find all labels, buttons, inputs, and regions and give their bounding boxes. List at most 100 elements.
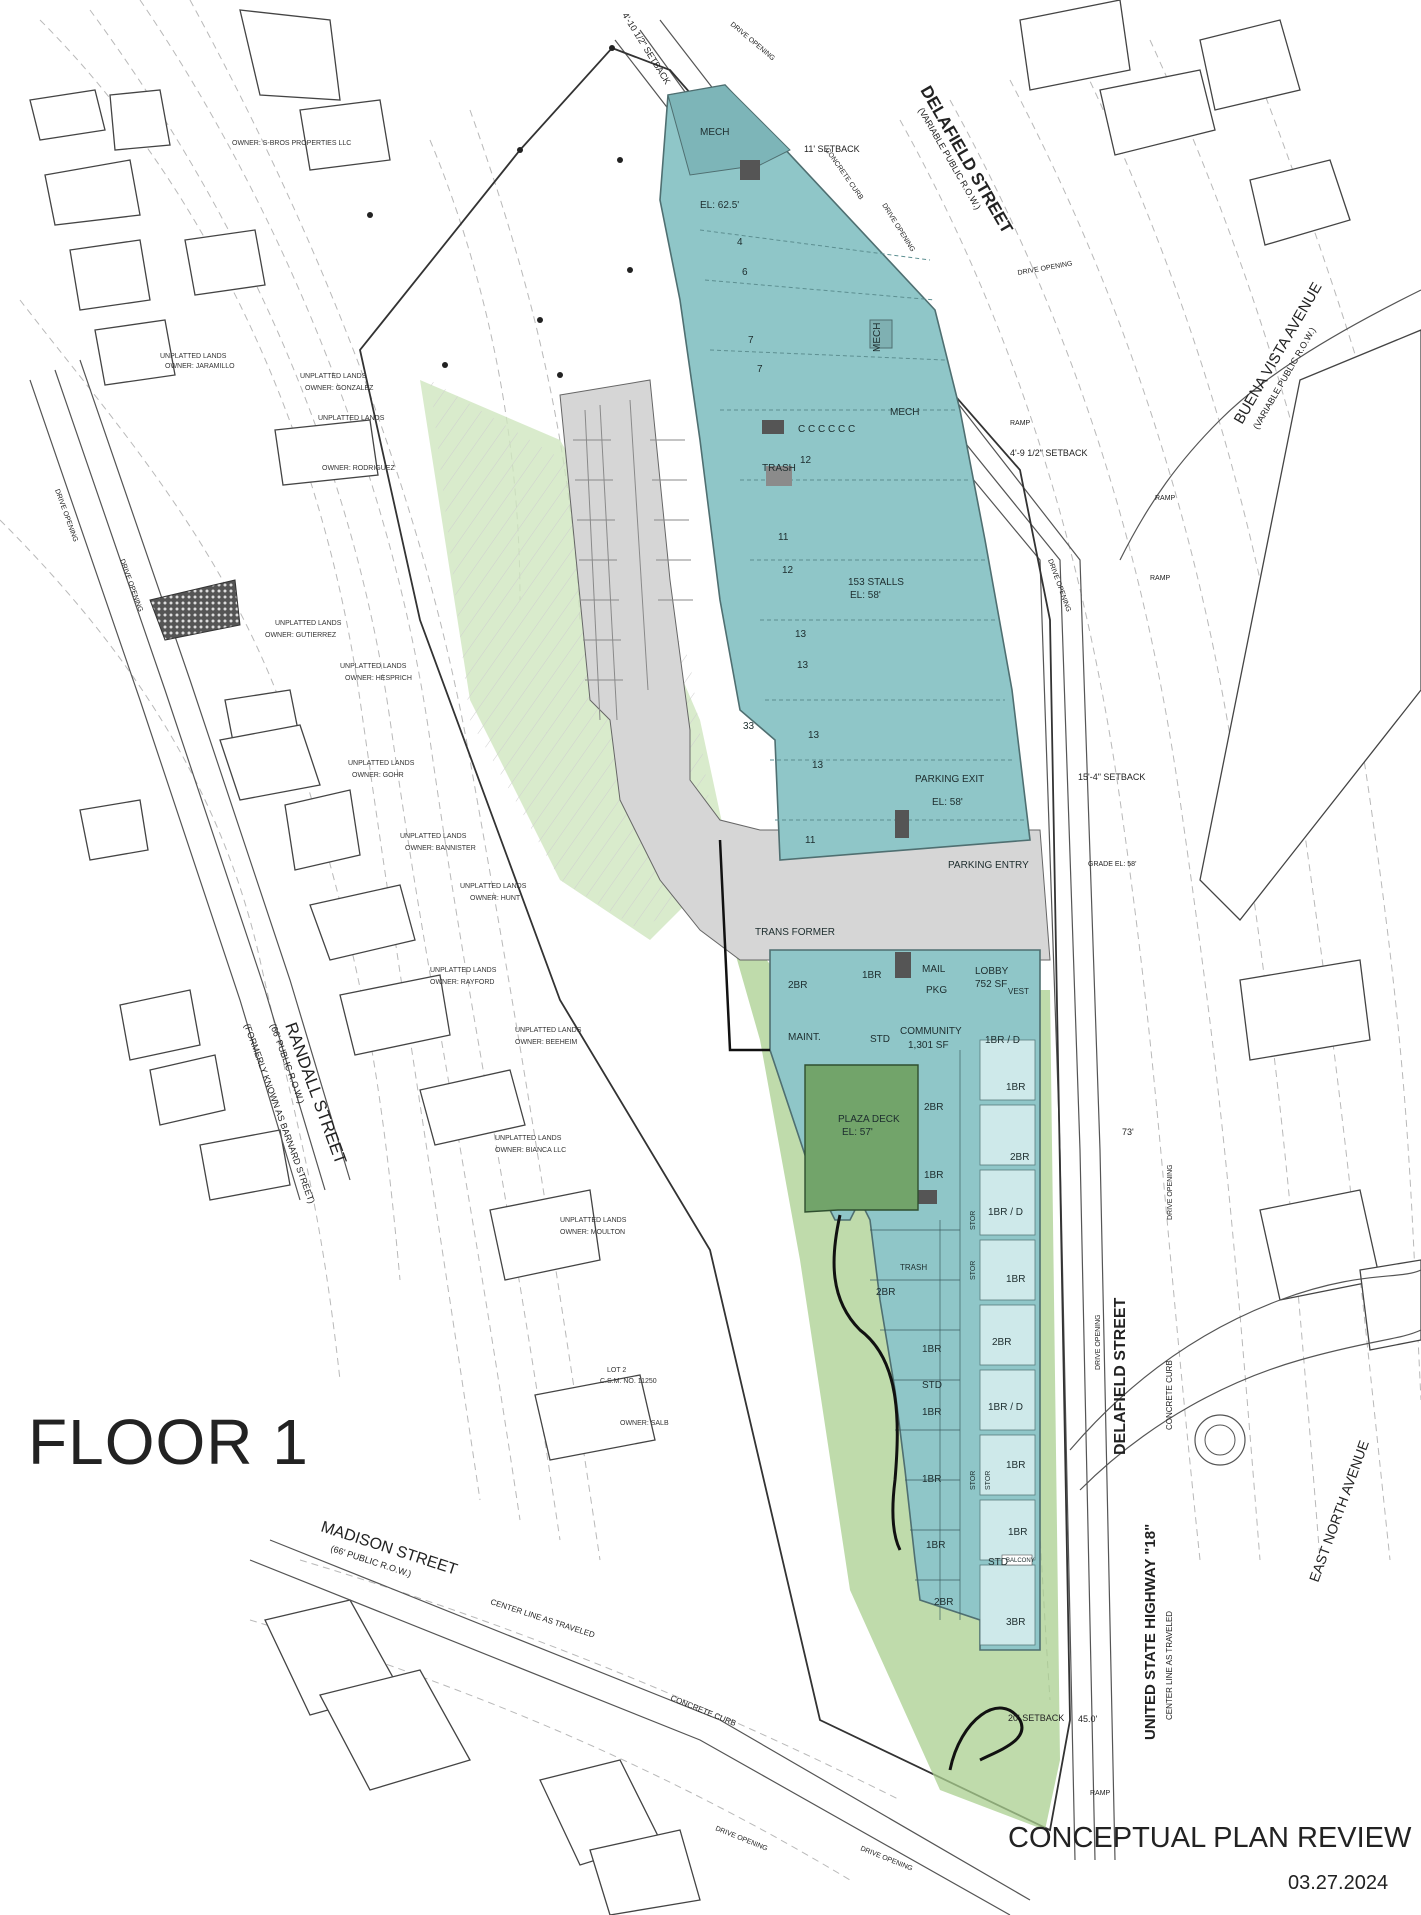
balcony-label: BALCONY [1006,1558,1035,1564]
unit-2br-e: 2BR [992,1337,1011,1348]
owner-unplatted-3: UNPLATTED LANDS [318,415,385,422]
sheet-date: 03.27.2024 [1288,1872,1389,1894]
owner-unplatted-4: UNPLATTED LANDS [275,620,342,627]
unit-2br-c: 2BR [1010,1152,1029,1163]
trash-label: TRASH [762,463,796,474]
sheet-title: CONCEPTUAL PLAN REVIEW [1008,1822,1412,1854]
owner-unplatted-10: UNPLATTED LANDS [515,1027,582,1034]
owner-unplatted-7: UNPLATTED LANDS [400,833,467,840]
unit-1brd-c: 1BR / D [988,1402,1023,1413]
std-a: STD [870,1034,890,1045]
vest-label: VEST [1008,987,1029,996]
turnaround [948,1706,1024,1771]
owner-rodriguez: OWNER: RODRIGUEZ [322,465,395,472]
mech-mid: MECH [872,323,883,352]
owner-moulton: OWNER: MOULTON [560,1229,625,1236]
stor-a: STOR [970,1211,977,1230]
stalls-label: 153 STALLS [848,577,904,588]
owner-csm: C.S.M. NO. 11250 [600,1378,657,1385]
setback-mid: 4'-9 1/2" SETBACK [1010,448,1087,458]
exit-el: EL: 58' [932,797,963,808]
el-top: EL: 62.5' [700,200,739,211]
unit-2br-a: 2BR [788,980,807,991]
residential-building [769,949,1041,1651]
highway-curb-label: CONCRETE CURB [1165,1360,1174,1430]
roundabout [1194,1414,1246,1466]
owner-jaramillo: OWNER: JARAMILLO [165,363,235,370]
stall-num-13a: 13 [795,629,807,640]
transformer-label: TRANS FORMER [755,927,835,938]
owner-bianca: OWNER: BIANCA LLC [495,1147,566,1154]
owner-labels: OWNER: S-BROS PROPERTIES LLC UNPLATTED L… [160,140,669,1427]
owner-unplatted-5: UNPLATTED LANDS [340,663,407,670]
mech-top: MECH [700,127,729,138]
maint-label: MAINT. [788,1032,821,1043]
unit-1br-d: 1BR [1006,1274,1025,1285]
owner-hesprich: OWNER: HESPRICH [345,675,412,682]
owner-unplatted-2: UNPLATTED LANDS [300,373,367,380]
site-line [718,839,770,1052]
unit-1br-f: 1BR [922,1407,941,1418]
stall-num-11a: 11 [778,532,789,543]
unit-2br-b: 2BR [924,1102,943,1113]
delafield-south-label: DELAFIELD STREET [1112,1297,1129,1455]
owner-unplatted-11: UNPLATTED LANDS [495,1135,562,1142]
survey-points [367,45,633,378]
site-boundary [359,46,1071,1832]
entry-label: PARKING ENTRY [948,860,1029,871]
stall-num-13c: 13 [808,730,820,741]
stall-num-7b: 7 [757,364,763,375]
unit-1brd-b: 1BR / D [988,1207,1023,1218]
unit-1br-e: 1BR [922,1344,941,1355]
setback-exit: 15'-4" SETBACK [1078,772,1145,782]
owner-gonzalez: OWNER: GONZALEZ [305,385,374,392]
owner-lot2: LOT 2 [607,1367,626,1374]
owner-hunt: OWNER: HUNT [470,895,521,902]
unit-1br-g: 1BR [1006,1460,1025,1471]
stall-num-13d: 13 [812,760,824,771]
exit-label: PARKING EXIT [915,774,984,785]
unit-1br-h: 1BR [922,1474,941,1485]
setback-south: 20' SETBACK [1008,1713,1064,1723]
stalls-el: EL: 58' [850,590,881,601]
stall-num-12a: 12 [800,455,812,466]
compact-label: C C C C C C [798,424,855,435]
dim-73: 73' [1122,1127,1134,1137]
mech-right: MECH [890,407,919,418]
owner-bannister: OWNER: BANNISTER [405,845,476,852]
highway-label: UNITED STATE HIGHWAY "18" [1142,1524,1159,1740]
unit-2br-d: 2BR [876,1287,895,1298]
setback-east: 11' SETBACK [804,144,860,154]
owner-unplatted-8: UNPLATTED LANDS [460,883,527,890]
owner-unplatted-12: UNPLATTED LANDS [560,1217,627,1224]
unit-labels: 2BR 1BR MAIL PKG LOBBY 752 SF VEST MAINT… [788,964,1035,1628]
owner-gutierrez: OWNER: GUTIERREZ [265,632,337,639]
drive-opening-6: DRIVE OPENING [1095,1314,1102,1370]
unit-2br-f: 2BR [934,1597,953,1608]
unit-1brd-a: 1BR / D [985,1035,1020,1046]
surface-parking [559,379,1051,961]
plaza-label: PLAZA DECK [838,1114,900,1125]
std-c: STD [988,1557,1008,1568]
floor-title: FLOOR 1 [28,1406,309,1478]
owner-beeheim: OWNER: BEEHEIM [515,1039,577,1046]
ramp-4: RAMP [1090,1790,1111,1797]
community-sf: 1,301 SF [908,1040,949,1051]
stall-num-11b: 11 [805,835,816,846]
parking-garage [659,84,1031,861]
stor-d: STOR [985,1471,992,1490]
owner-gohr: OWNER: GOHR [352,772,404,779]
owner-unplatted-9: UNPLATTED LANDS [430,967,497,974]
owner-s-bros: OWNER: S-BROS PROPERTIES LLC [232,140,351,147]
mail-label: MAIL [922,964,946,975]
unit-1br-i: 1BR [1008,1527,1027,1538]
owner-salb: OWNER: SALB [620,1420,669,1427]
community-label: COMMUNITY [900,1026,962,1037]
ramp-3: RAMP [1150,575,1171,582]
owner-rayford: OWNER: RAYFORD [430,979,494,986]
stall-num-33: 33 [743,721,755,732]
ramp-1: RAMP [1010,420,1031,427]
dim-45: 45.0' [1078,1714,1098,1724]
